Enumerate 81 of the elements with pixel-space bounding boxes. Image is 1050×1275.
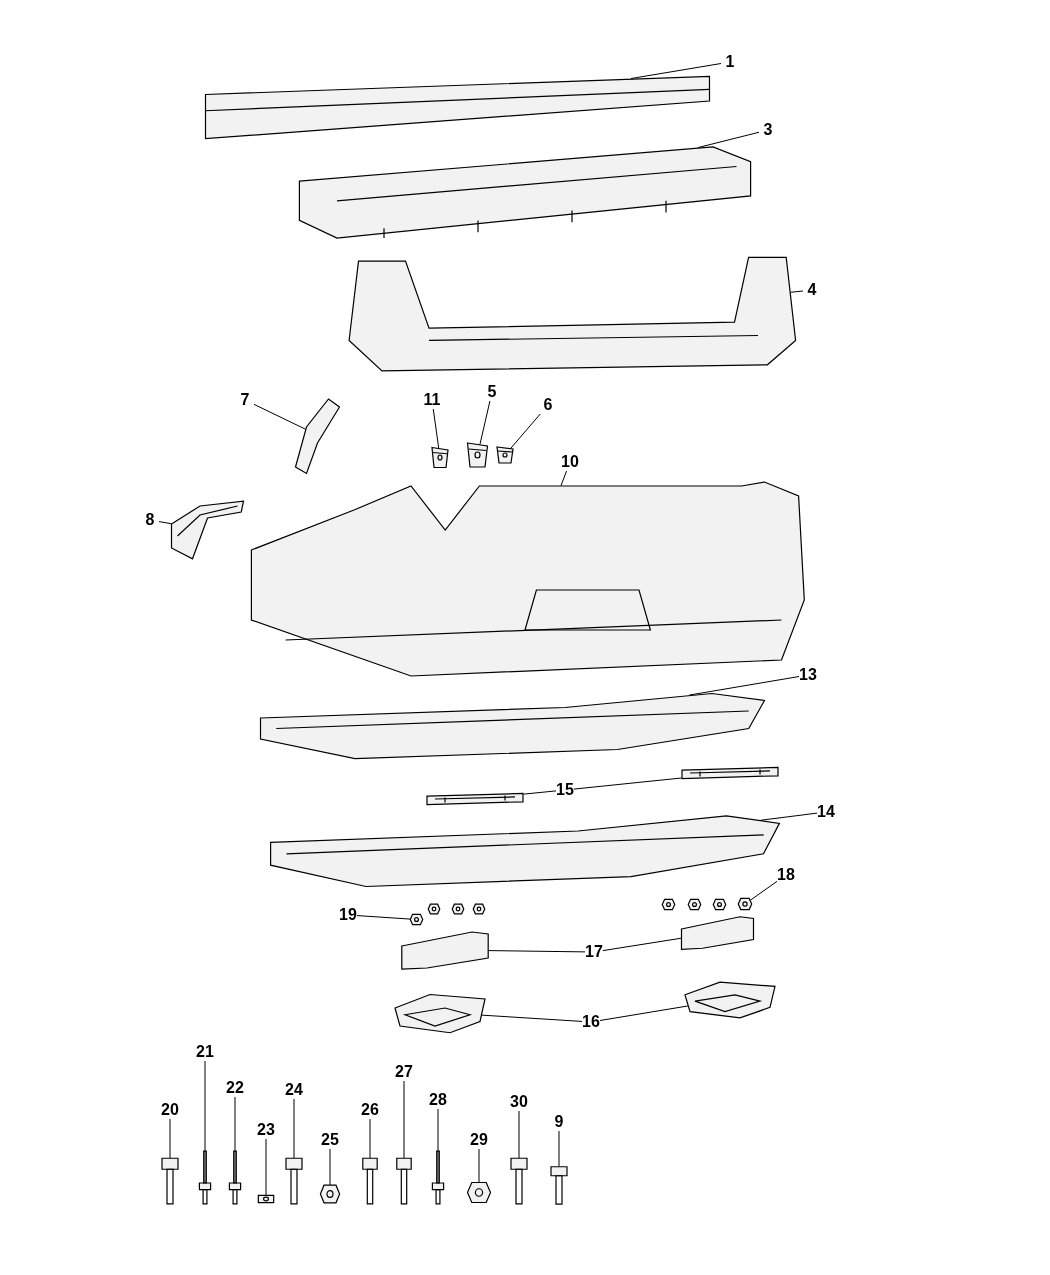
leader-line	[479, 400, 491, 445]
leader-line	[488, 950, 586, 953]
callout-number: 15	[550, 780, 580, 800]
leader-line	[697, 131, 760, 149]
callout-number: 9	[544, 1112, 574, 1132]
callout-number: 19	[333, 905, 363, 925]
callout-number: 25	[315, 1130, 345, 1150]
callout-number: 27	[389, 1062, 419, 1082]
leader-line	[369, 1118, 371, 1159]
nut-drawing	[467, 1180, 491, 1205]
leader-line	[760, 812, 818, 821]
callout-number: 21	[190, 1042, 220, 1062]
leader-line	[293, 1098, 295, 1159]
leader-line	[432, 408, 440, 449]
rivet-drawing	[227, 1150, 243, 1205]
callout-number: 7	[230, 390, 260, 410]
callout-number: 17	[579, 942, 609, 962]
leader-line	[234, 1096, 236, 1183]
leader-line	[253, 403, 306, 430]
callout-number: 22	[220, 1078, 250, 1098]
leader-line	[403, 1080, 405, 1159]
callout-number: 1	[715, 52, 745, 72]
callout-number: 18	[771, 865, 801, 885]
trim-strip-drawing	[425, 792, 525, 806]
nut-drawing	[662, 898, 675, 911]
callout-number: 29	[464, 1130, 494, 1150]
leader-line	[560, 470, 568, 487]
leader-line	[481, 1014, 583, 1022]
callout-number: 13	[793, 665, 823, 685]
leader-line	[749, 880, 778, 901]
leader-line	[630, 63, 722, 80]
leader-line	[169, 1118, 171, 1159]
clip-drawing	[495, 445, 515, 465]
callout-number: 6	[533, 395, 563, 415]
callout-number: 26	[355, 1100, 385, 1120]
callout-number: 3	[753, 120, 783, 140]
leader-line	[558, 1130, 560, 1167]
nut-drawing	[320, 1183, 340, 1205]
washer-drawing	[258, 1193, 274, 1205]
leader-line	[599, 1005, 689, 1021]
rivet-drawing	[430, 1150, 446, 1205]
leader-line	[602, 937, 682, 952]
nut-drawing	[410, 913, 423, 926]
callout-number: 24	[279, 1080, 309, 1100]
nut-drawing	[688, 898, 701, 911]
rivet-drawing	[197, 1150, 213, 1205]
clip-drawing	[465, 440, 490, 470]
callout-number: 28	[423, 1090, 453, 1110]
nut-drawing	[473, 903, 485, 915]
callout-number: 23	[251, 1120, 281, 1140]
leader-line	[158, 521, 172, 525]
trim-strip-drawing	[680, 766, 780, 780]
leader-line	[265, 1138, 267, 1196]
clip-drawing	[430, 445, 450, 470]
leader-line	[437, 1108, 439, 1183]
callout-number: 16	[576, 1012, 606, 1032]
leader-line	[356, 915, 411, 920]
bracket-drawing	[680, 915, 755, 950]
callout-number: 5	[477, 382, 507, 402]
nut-drawing	[738, 897, 752, 911]
leader-line	[573, 777, 682, 790]
leader-line	[688, 676, 800, 696]
callout-number: 8	[135, 510, 165, 530]
leader-line	[478, 1148, 480, 1183]
leader-line	[204, 1060, 206, 1183]
callout-number: 20	[155, 1100, 185, 1120]
leader-line	[523, 790, 557, 795]
leader-line	[510, 413, 541, 449]
leader-line	[329, 1148, 331, 1186]
callout-number: 11	[417, 390, 447, 410]
callout-number: 10	[555, 452, 585, 472]
nut-drawing	[713, 898, 726, 911]
callout-number: 4	[797, 280, 827, 300]
callout-number: 14	[811, 802, 841, 822]
nut-drawing	[428, 903, 440, 915]
callout-number: 30	[504, 1092, 534, 1112]
leader-line	[790, 290, 804, 293]
bracket-drawing	[170, 500, 245, 560]
nut-drawing	[452, 903, 464, 915]
bracket-drawing	[400, 930, 490, 970]
leader-line	[518, 1110, 520, 1159]
